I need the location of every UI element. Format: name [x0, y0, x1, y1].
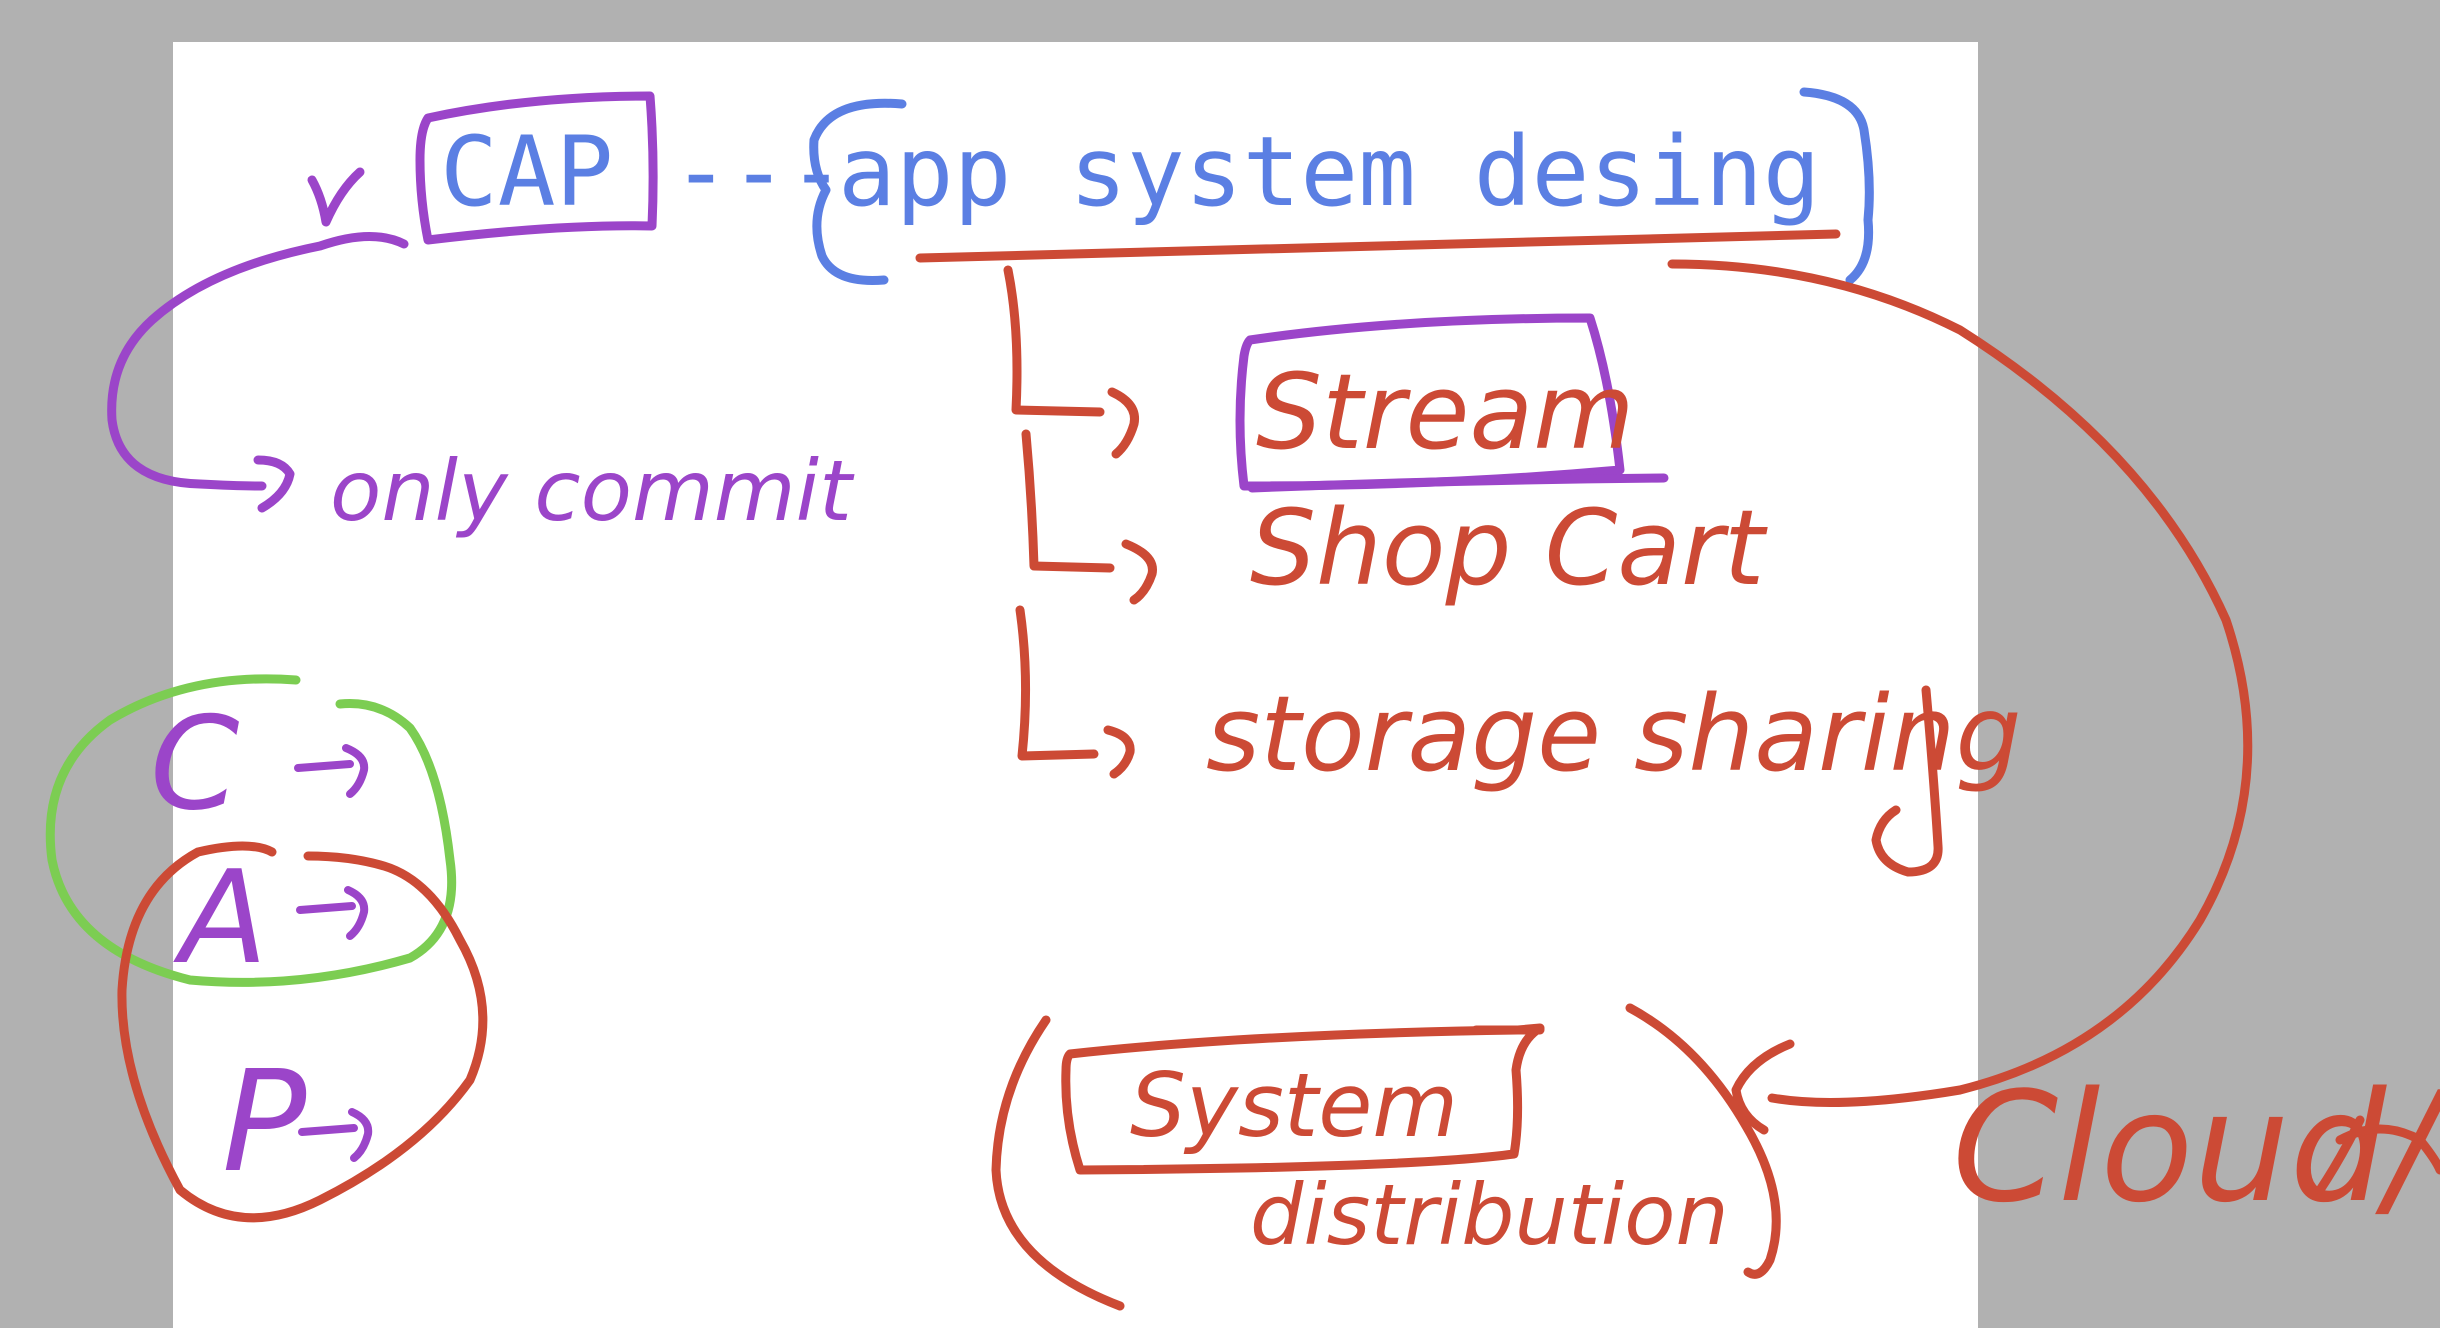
- system-label: System: [1130, 1054, 1458, 1157]
- stream-connector: [1003, 265, 1105, 417]
- shop-cart-connector: [1021, 429, 1115, 573]
- cloud-note-tail: [2315, 1115, 2440, 1195]
- loop-arrow: [107, 232, 409, 491]
- storage-arrowhead-icon: [1103, 725, 1135, 779]
- cap-box: [415, 91, 658, 245]
- ca-circle: [45, 674, 457, 987]
- shop-cart-arrowhead-icon: [1121, 539, 1157, 605]
- title-row: CAP --- app system desing: [307, 87, 1874, 285]
- letter-c: C: [150, 690, 239, 839]
- cap-label: CAP: [440, 116, 613, 228]
- left-paren: [991, 1015, 1125, 1311]
- branch-label-shop-cart: Shop Cart: [1250, 487, 1768, 609]
- c-arrow-icon: [294, 744, 369, 798]
- curve-end-hook: [1731, 1039, 1795, 1135]
- only-commit-note: only commit: [330, 442, 855, 540]
- stream-underline: [1247, 473, 1669, 493]
- title-underline: [915, 229, 1841, 263]
- distribution-label: distribution: [1250, 1166, 1729, 1264]
- cap-letters: C A P: [45, 674, 488, 1223]
- branch-label-storage-sharing: storage sharing: [1206, 673, 2022, 795]
- right-bracket: [1799, 87, 1874, 285]
- commit-branch: only commit: [107, 232, 855, 540]
- cloud-note: Cloud/: [1952, 1059, 2440, 1236]
- ap-circle: [117, 841, 488, 1223]
- curve-to-distribution: [1667, 259, 2253, 1107]
- system-design-title: app system desing: [838, 116, 1821, 228]
- storage-tail-loop: [1871, 685, 1943, 877]
- a-arrow-icon: [296, 886, 369, 940]
- distribution-group: System distribution: [991, 1003, 1781, 1311]
- branch-list: Stream Shop Cart storage sharing: [1003, 265, 2022, 877]
- branch-label-stream: Stream: [1256, 351, 1635, 473]
- loop-arrowhead-icon: [253, 455, 295, 513]
- left-bracket: [809, 98, 907, 285]
- p-arrow-icon: [298, 1108, 373, 1162]
- check-mark-icon: [307, 167, 365, 227]
- storage-connector: [1015, 605, 1099, 761]
- right-paren: [1625, 1003, 1781, 1279]
- letter-p: P: [222, 1041, 307, 1204]
- stream-arrowhead-icon: [1107, 387, 1140, 459]
- letter-a: A: [173, 844, 268, 993]
- system-box: [1061, 1023, 1545, 1175]
